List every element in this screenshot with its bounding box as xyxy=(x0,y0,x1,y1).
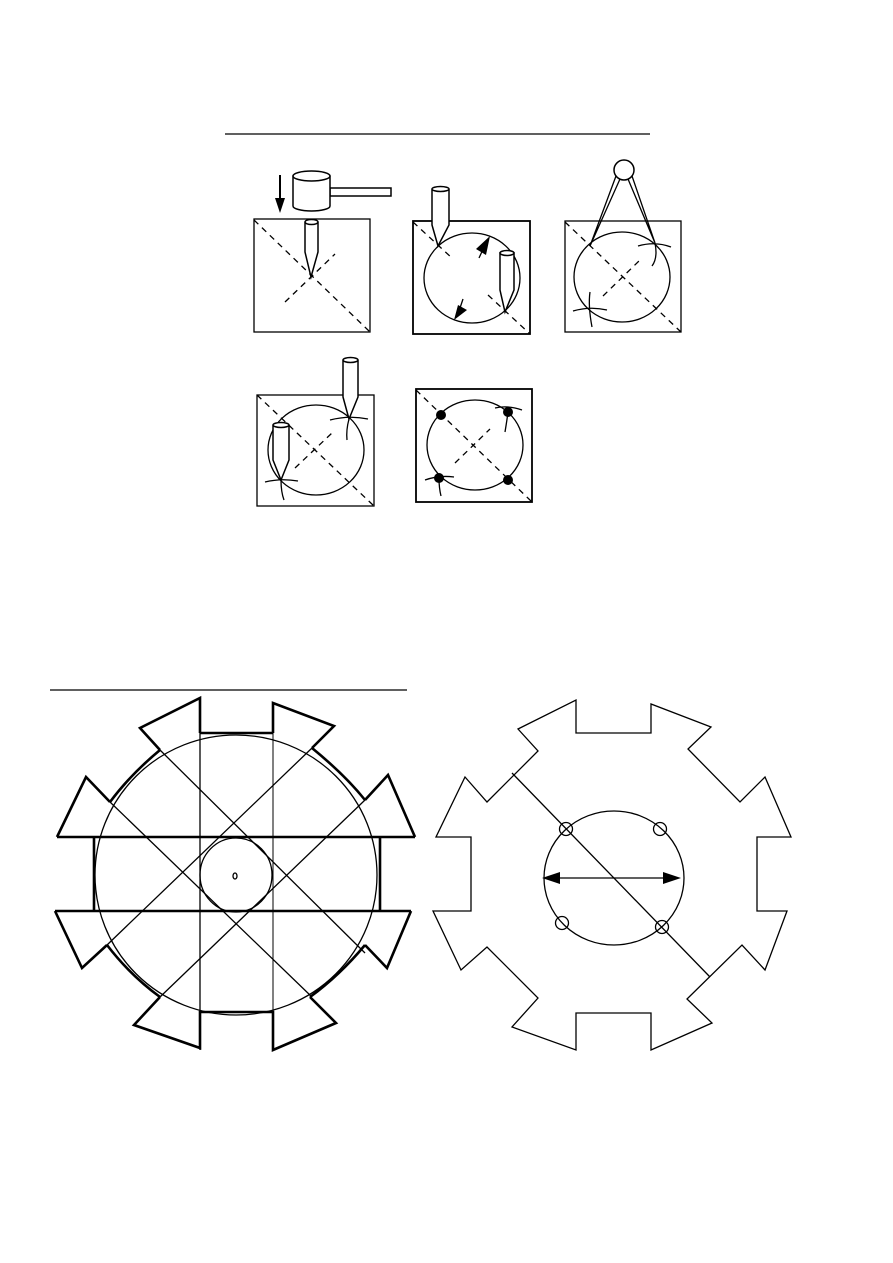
center-punch-icon xyxy=(431,185,450,249)
step-4-panel xyxy=(256,356,375,507)
hole-mark xyxy=(436,410,446,420)
arrow-up-right-icon xyxy=(476,236,490,259)
hammer-icon xyxy=(292,170,392,212)
gear-outline xyxy=(431,698,792,1051)
arrow-down-left-icon xyxy=(454,298,467,320)
step-5-panel xyxy=(415,388,533,503)
arrow-down-icon xyxy=(275,175,285,213)
compass-icon xyxy=(589,159,656,247)
center-punch-icon xyxy=(272,421,290,483)
center-punch-icon xyxy=(342,356,359,422)
gear-construction xyxy=(53,695,417,1052)
bolt-hole xyxy=(654,919,670,935)
step-1-panel xyxy=(253,170,392,333)
step-3-panel xyxy=(564,159,682,333)
center-punch-icon xyxy=(304,218,319,280)
diameter-arrow-icon xyxy=(542,872,681,884)
bolt-hole xyxy=(652,821,668,837)
step-2-panel xyxy=(412,185,531,335)
bolt-hole xyxy=(558,821,574,837)
hole-mark xyxy=(503,475,513,485)
bolt-hole xyxy=(554,915,570,931)
center-punch-icon xyxy=(499,249,515,315)
